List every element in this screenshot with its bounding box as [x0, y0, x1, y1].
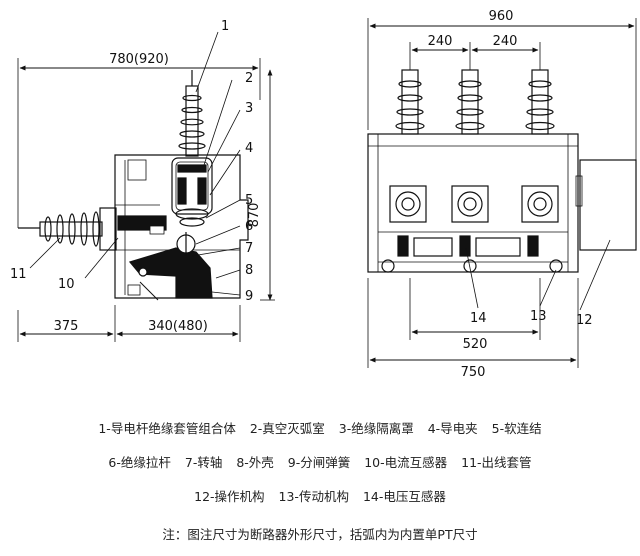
outgoing-bushing — [18, 207, 117, 251]
front-bushing-middle — [455, 69, 485, 135]
dim-bottom-total: 750 — [461, 365, 486, 380]
dim-bottom-right: 340(480) — [148, 319, 208, 334]
callout-4: 4 — [245, 141, 253, 156]
dim-height: 870 — [247, 203, 262, 228]
legend-item: 12-操作机构 — [194, 489, 265, 504]
dim-bottom-left: 375 — [54, 319, 79, 334]
legend-item: 6-绝缘拉杆 — [108, 455, 171, 470]
legend-item: 7-转轴 — [184, 455, 223, 470]
dim-bottom-mid: 520 — [463, 337, 488, 352]
callout-3: 3 — [245, 101, 253, 116]
legend-item: 1-导电杆绝缘套管组合体 — [98, 421, 236, 436]
dim-top-width: 780(920) — [109, 52, 169, 67]
legend-item: 11-出线套管 — [461, 455, 532, 470]
legend-item: 3-绝缘隔离罩 — [338, 421, 414, 436]
callout-7: 7 — [245, 241, 253, 256]
legend-item: 9-分闸弹簧 — [287, 455, 351, 470]
callout-11: 11 — [10, 267, 27, 282]
technical-drawing: 780(920) 870 375 340(480) 1 2 3 4 5 6 7 … — [10, 9, 637, 380]
callout-8: 8 — [245, 263, 253, 278]
legend-item: 4-导电夹 — [427, 421, 478, 436]
callout-10: 10 — [58, 277, 75, 292]
callout-9: 9 — [245, 289, 253, 304]
legend-row-3: 12-操作机构 13-传动机构 14-电压互感器 — [0, 486, 640, 505]
legend-row-1: 1-导电杆绝缘套管组合体 2-真空灭弧室 3-绝缘隔离罩 4-导电夹 5-软连结 — [0, 418, 640, 437]
dim-front-width: 960 — [489, 9, 514, 24]
front-view — [367, 18, 637, 368]
callout-13: 13 — [530, 309, 547, 324]
callout-12: 12 — [576, 313, 593, 328]
legend-item: 5-软连结 — [491, 421, 542, 436]
front-bushing-right — [525, 69, 555, 135]
legend-item: 14-电压互感器 — [362, 489, 446, 504]
callout-5: 5 — [245, 193, 253, 208]
dim-pitch-left: 240 — [428, 34, 453, 49]
footnote: 注：图注尺寸为断路器外形尺寸，括弧内为内置单PT尺寸 — [162, 527, 478, 542]
side-view — [17, 31, 275, 342]
front-bushing-left — [395, 69, 425, 135]
dim-pitch-right: 240 — [493, 34, 518, 49]
legend-item: 13-传动机构 — [278, 489, 349, 504]
legend-item: 8-外壳 — [236, 455, 274, 470]
legend-item: 2-真空灭弧室 — [249, 421, 325, 436]
top-bushing — [178, 70, 206, 157]
legend-row-2: 6-绝缘拉杆 7-转轴 8-外壳 9-分闸弹簧 10-电流互感器 11-出线套管 — [0, 452, 640, 471]
side-view-labels: 780(920) 870 375 340(480) 1 2 3 4 5 6 7 … — [10, 19, 262, 334]
front-view-labels: 960 240 240 520 750 14 13 12 — [428, 9, 593, 380]
legend-item: 10-电流互感器 — [364, 455, 448, 470]
callout-1: 1 — [221, 19, 229, 34]
callout-2: 2 — [245, 71, 253, 86]
callout-14: 14 — [470, 311, 487, 326]
callout-6: 6 — [245, 219, 253, 234]
